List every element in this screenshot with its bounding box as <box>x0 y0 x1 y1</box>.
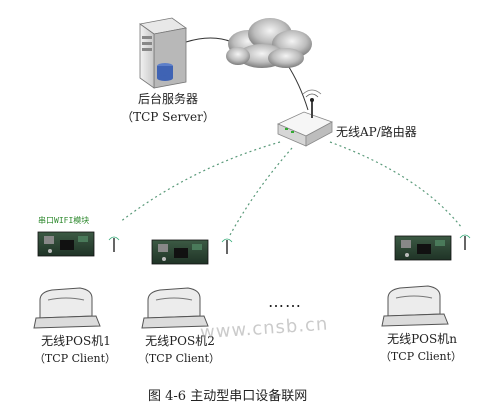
antenna-icon-2 <box>221 238 233 254</box>
wifi-module-2 <box>151 239 209 265</box>
router-label: 无线AP/路由器 <box>336 125 417 139</box>
antenna-icon-n <box>459 234 471 250</box>
server-label: 后台服务器 <box>137 92 198 106</box>
wifi-module-1 <box>37 231 95 257</box>
ellipsis: …… <box>268 292 302 311</box>
pos-terminal-icon-1 <box>33 287 101 329</box>
pos-terminal-icon-2 <box>141 287 209 329</box>
wireless-link-n <box>329 141 463 229</box>
cloud-icon <box>226 18 312 68</box>
module-label: 串口WIFI模块 <box>38 216 90 225</box>
router-icon <box>277 89 333 147</box>
antenna-icon-1 <box>108 236 120 252</box>
client-name-n: 无线POS机n <box>387 332 457 346</box>
figure-caption: 图 4-6 主动型串口设备联网 <box>148 389 308 404</box>
pos-terminal-icon-n <box>381 285 449 327</box>
wireless-link-1 <box>119 141 281 223</box>
server-role: （TCP Server） <box>121 110 215 124</box>
wireless-link-2 <box>229 147 293 236</box>
client-name-1: 无线POS机1 <box>41 334 111 348</box>
client-role-2: （TCP Client） <box>137 352 221 365</box>
client-role-n: （TCP Client） <box>379 350 463 363</box>
client-name-2: 无线POS机2 <box>145 334 215 348</box>
wifi-module-n <box>394 235 452 261</box>
server-icon <box>139 17 187 89</box>
wired-link-cloud-router <box>286 63 309 111</box>
client-role-1: （TCP Client） <box>33 352 117 365</box>
wired-link-server-cloud <box>185 37 233 43</box>
